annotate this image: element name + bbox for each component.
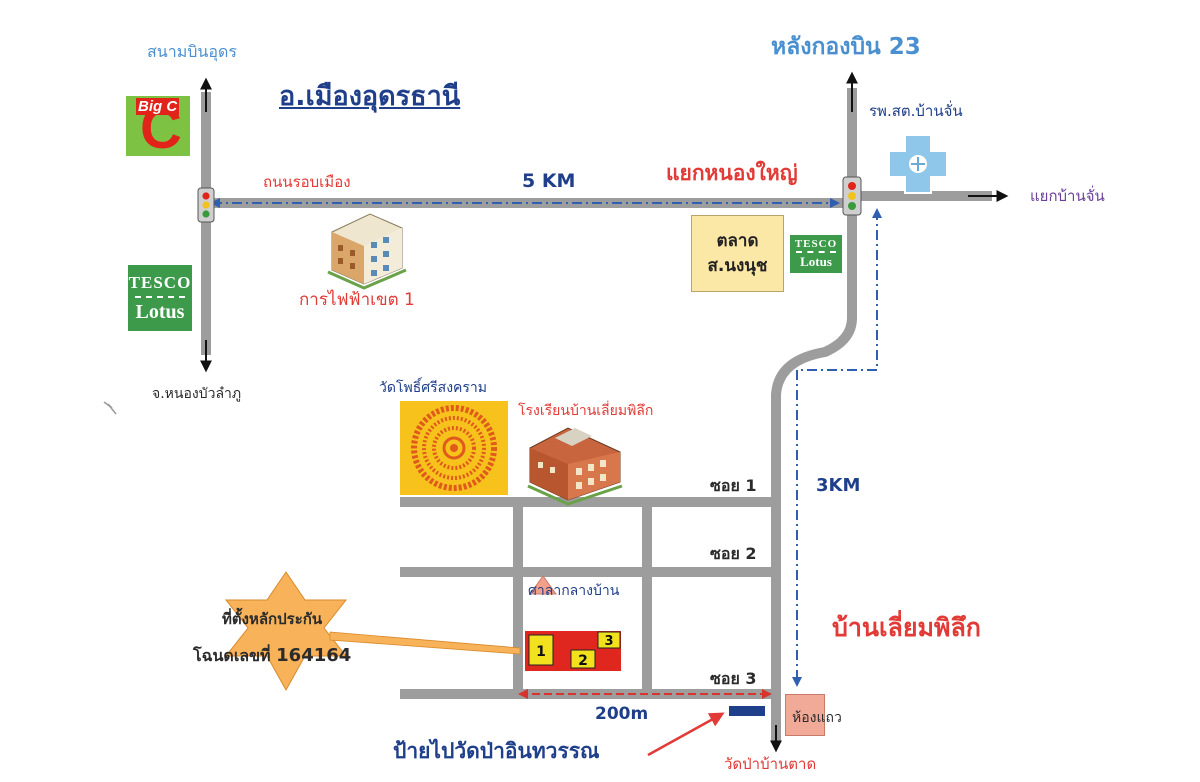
tesco-right-line1: TESCO <box>794 238 838 250</box>
building-icon <box>327 213 407 290</box>
wat-pa-ban-tat-label: วัดป่าบ้านตาด <box>724 755 817 773</box>
plot-1-label: 1 <box>536 644 546 660</box>
ban-chan-junction-label: แยกบ้านจั่น <box>1030 187 1105 205</box>
nong-yai-junction-label: แยกหนองใหญ่ <box>666 161 798 185</box>
plot-1-box <box>528 634 554 666</box>
sign-note-label: ป้ายไปวัดป่าอินทวรรณ <box>393 739 600 763</box>
health-cross-icon <box>888 134 948 194</box>
collateral-line2: โฉนดเลขที่ 164164 <box>193 647 351 665</box>
star-pointer <box>329 631 521 655</box>
ring-road-label: ถนนรอบเมือง <box>263 173 351 191</box>
plot-3-label: 3 <box>604 634 613 649</box>
collateral-line1: ที่ตั้งหลักประกัน <box>222 610 323 628</box>
tesco-right-line2: Lotus <box>800 254 832 269</box>
village-title: บ้านเลี่ยมพิลึก <box>832 613 981 642</box>
star-burst-icon <box>224 571 348 692</box>
plot-2-label: 2 <box>578 653 588 669</box>
school-building-icon <box>527 427 623 506</box>
plot-2-box <box>570 649 596 669</box>
distance-200m-label: 200m <box>595 704 649 724</box>
sign-board-icon <box>729 706 765 716</box>
big-c-logo: C Big C <box>126 96 190 158</box>
townhouse-box <box>785 694 825 736</box>
tesco-right-divider <box>795 251 837 253</box>
red-arrow-icon <box>647 712 725 757</box>
tesco-left-line1: TESCO <box>128 272 192 292</box>
market-box: ตลาด ส.นงนุช <box>691 215 784 292</box>
village-hall-label: ศาลากลางบ้าน <box>528 583 620 599</box>
pea-office-label: การไฟฟ้าเขต 1 <box>299 290 415 310</box>
tesco-left-divider <box>135 295 185 298</box>
road-south-curve <box>771 317 857 742</box>
distance-5km-label: 5 KM <box>522 170 576 192</box>
route-3km <box>792 208 882 687</box>
direction-arrows <box>200 71 1009 753</box>
school-label: โรงเรียนบ้านเลี่ยมพิลึก <box>518 403 654 419</box>
scribble-mark <box>103 401 117 415</box>
behind-wing23-label: หลังกองบิน 23 <box>771 34 921 60</box>
temple-label: วัดโพธิ์ศรีสงคราม <box>379 380 488 396</box>
deed-prefix: โฉนดเลขที่ <box>193 646 271 665</box>
distance-3km-label: 3KM <box>816 475 861 496</box>
soi-2-label: ซอย 2 <box>710 544 757 563</box>
tesco-left-line2: Lotus <box>135 300 185 323</box>
big-c-label: Big C <box>136 98 180 115</box>
deed-number: 164164 <box>276 645 352 666</box>
airport-label: สนามบินอุดร <box>147 42 237 61</box>
traffic-light-icon <box>197 187 215 223</box>
health-center-label: รพ.สต.บ้านจั่น <box>869 102 963 120</box>
traffic-light-icon <box>842 176 862 216</box>
market-line1: ตลาด <box>716 230 759 251</box>
nongbualamphu-label: จ.หนองบัวลำภู <box>152 386 242 402</box>
soi-3-label: ซอย 3 <box>710 669 757 688</box>
market-line2: ส.นงนุช <box>707 255 768 276</box>
route-dashed-lines <box>210 198 882 687</box>
townhouse-label: ห้องแถว <box>792 710 842 726</box>
temple-emblem-icon <box>400 401 508 495</box>
collateral-plots: 1 2 3 <box>525 631 621 671</box>
tesco-lotus-right-logo: TESCO Lotus <box>790 235 842 273</box>
tesco-lotus-left-logo: TESCO Lotus <box>128 265 192 331</box>
district-title: อ.เมืองอุดรธานี <box>279 81 461 112</box>
plot-3-box <box>597 631 621 649</box>
triangle-hall-icon <box>529 575 557 595</box>
soi-1-label: ซอย 1 <box>710 476 757 495</box>
